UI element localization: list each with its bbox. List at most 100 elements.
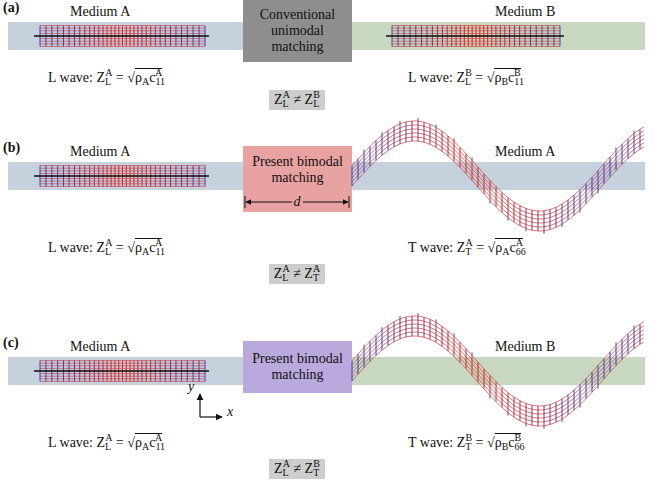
mesh-line xyxy=(568,200,569,220)
mesh-line xyxy=(352,336,644,426)
panel-letter: (b) xyxy=(3,140,20,156)
panel-letter: (a) xyxy=(3,0,19,16)
inequality-text: ZLA ≠ ZTA xyxy=(274,266,321,282)
displacement-arrow xyxy=(418,313,419,316)
displacement-arrow xyxy=(364,150,365,153)
mesh-line xyxy=(406,122,407,142)
mesh-line xyxy=(442,326,443,346)
mesh-line xyxy=(352,328,644,418)
displacement-arrow xyxy=(616,147,617,150)
panel-letter: (c) xyxy=(3,335,19,351)
mesh-line xyxy=(382,330,383,350)
dimension-tick xyxy=(349,196,350,208)
band-fill xyxy=(352,162,645,190)
mesh-line xyxy=(418,316,419,336)
displacement-line xyxy=(34,370,209,372)
mesh-line xyxy=(538,406,539,426)
mesh-line xyxy=(586,379,587,399)
displacement-arrow xyxy=(580,210,581,213)
medium-label: Medium B xyxy=(495,4,555,20)
displacement-arrow xyxy=(472,157,473,160)
displacement-arrow xyxy=(580,405,581,408)
mesh-line xyxy=(364,348,365,368)
mesh-line xyxy=(628,334,629,354)
mesh-line xyxy=(580,385,581,405)
mesh-line xyxy=(556,207,557,227)
impedance-inequality: ZLA ≠ ZTA xyxy=(269,264,326,284)
mesh-line xyxy=(388,131,389,151)
mesh-line xyxy=(580,190,581,210)
mesh-line xyxy=(424,317,425,337)
mesh-line xyxy=(484,174,485,194)
displacement-arrow xyxy=(544,426,545,429)
medium-label: Medium A xyxy=(70,4,130,20)
mesh-line xyxy=(616,345,617,365)
mesh-line xyxy=(598,171,599,191)
transverse-wave xyxy=(352,313,644,429)
mesh-line xyxy=(604,359,605,379)
matching-layer: Conventional unimodal matching xyxy=(243,0,352,62)
mesh-line xyxy=(370,341,371,361)
mesh-line xyxy=(628,139,629,159)
displacement-arrow xyxy=(508,218,509,221)
displacement-arrow xyxy=(382,327,383,330)
mesh-line xyxy=(502,192,503,212)
impedance-inequality: ZLA ≠ ZLB xyxy=(269,90,325,110)
medium-label: Medium A xyxy=(70,339,130,355)
mesh-line xyxy=(376,335,377,355)
mesh-line xyxy=(454,141,455,161)
mesh-line xyxy=(466,349,467,369)
mesh-line xyxy=(352,125,644,215)
medium-band: Medium A xyxy=(8,337,243,385)
mesh-line xyxy=(484,369,485,389)
medium-label: Medium A xyxy=(495,144,555,160)
mesh-line xyxy=(400,124,401,144)
mesh-line xyxy=(520,401,521,421)
mesh-line xyxy=(508,393,509,413)
mesh-line xyxy=(448,331,449,351)
mesh-line xyxy=(436,322,437,342)
mesh-line xyxy=(550,209,551,229)
displacement-arrow xyxy=(508,413,509,416)
mesh-line xyxy=(430,124,431,144)
mesh-line xyxy=(436,127,437,147)
mesh-line xyxy=(514,202,515,222)
mesh-line xyxy=(532,405,533,425)
mesh-line xyxy=(514,397,515,417)
axis-arrow xyxy=(200,416,222,417)
mesh-line xyxy=(460,342,461,362)
matching-layer: Present bimodal matching xyxy=(243,341,352,393)
mesh-line xyxy=(406,317,407,337)
mesh-line xyxy=(490,375,491,395)
displacement-arrow xyxy=(418,118,419,121)
displacement-arrow xyxy=(544,231,545,234)
longitudinal-wave xyxy=(34,26,209,47)
axis-label: x xyxy=(227,404,233,420)
mesh-line xyxy=(352,141,644,231)
mesh-line xyxy=(568,395,569,415)
longitudinal-wave xyxy=(386,26,564,47)
mesh-line xyxy=(550,404,551,424)
displacement-arrow xyxy=(454,333,455,336)
mesh-line xyxy=(352,324,644,414)
mesh-line xyxy=(520,206,521,226)
mesh-line xyxy=(394,322,395,342)
axis-arrow xyxy=(199,394,200,417)
mesh-line xyxy=(412,316,413,336)
impedance-formula: T wave: ZTB = √ρBc66B xyxy=(408,433,521,451)
mesh-line xyxy=(562,399,563,419)
mesh-line xyxy=(472,355,473,375)
displacement-arrow xyxy=(382,132,383,135)
mesh-line xyxy=(526,208,527,228)
mesh-line xyxy=(622,144,623,164)
mesh-line xyxy=(610,157,611,177)
mesh-line xyxy=(400,319,401,339)
mesh-line xyxy=(364,153,365,173)
mesh-line xyxy=(376,140,377,160)
mesh-line xyxy=(616,150,617,170)
mesh-line xyxy=(418,121,419,141)
displacement-line xyxy=(386,35,564,37)
dimension-label: d xyxy=(292,194,303,210)
mesh-line xyxy=(544,211,545,231)
mesh-line xyxy=(478,167,479,187)
